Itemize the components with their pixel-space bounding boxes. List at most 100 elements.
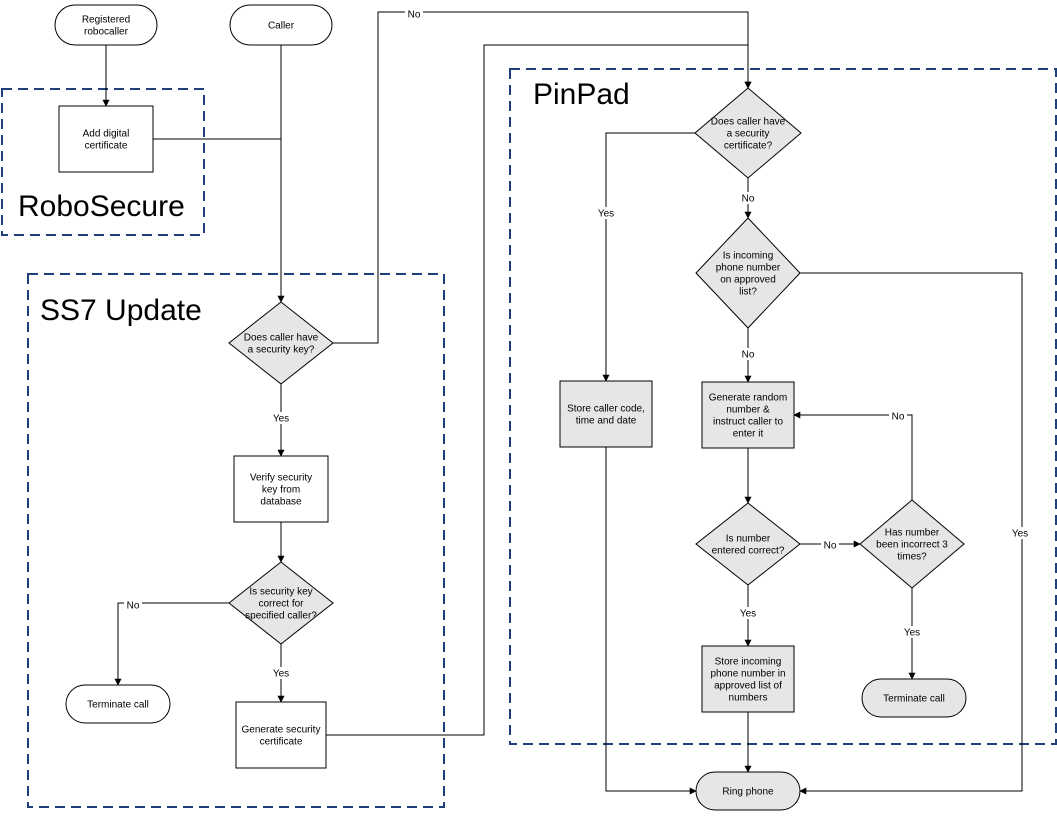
process-shape [559, 380, 653, 448]
edge-label-bg [405, 8, 423, 20]
node-label: robocaller [84, 27, 129, 38]
node-label: Verify security [250, 473, 312, 484]
process-shape [235, 701, 327, 769]
edge-label: No [892, 412, 905, 423]
node-label: entered correct? [712, 546, 785, 557]
edge-label-bg [269, 667, 293, 679]
zone-ss7 [27, 273, 445, 808]
edge-is-number-correct-to-incorrect-3-times: No [800, 539, 861, 552]
decision-shape [228, 561, 334, 645]
edge-label-bg [269, 412, 293, 424]
node-label: Ring phone [722, 787, 774, 798]
edge-label-bg [900, 626, 924, 638]
node-label: Store incoming [715, 657, 782, 668]
connector-line [605, 447, 697, 795]
zone-label-robosecure: RoboSecure [18, 190, 185, 223]
edge-is-key-correct-to-generate-certificate: Yes [269, 644, 293, 703]
node-label: Does caller have [244, 333, 319, 344]
process-shape [701, 645, 795, 713]
zone-label-pinpad: PinPad [533, 78, 630, 111]
node-label: instruct caller to [713, 417, 783, 428]
edge-label-bg [594, 207, 618, 219]
terminator-shape [65, 684, 171, 724]
connector-line [326, 44, 752, 736]
edge-does-caller-have-key-to-verify-security-key: Yes [269, 384, 293, 457]
process-shape [233, 455, 329, 523]
node-label: Has number [885, 528, 940, 539]
edge-label-bg [889, 410, 907, 422]
connector-line [114, 602, 229, 686]
edge-label: Yes [1012, 529, 1028, 540]
node-label: approved list of [714, 681, 782, 692]
node-label: a security key? [248, 345, 315, 356]
terminator-shape [54, 4, 158, 46]
edge-store-caller-code-to-ring-phone [605, 447, 697, 795]
edge-label: No [127, 601, 140, 612]
node-label: Add digital [83, 129, 130, 140]
connector-line [602, 132, 695, 382]
node-label: on approved [720, 275, 776, 286]
zone-robosecure [1, 88, 205, 236]
node-label: number & [726, 405, 770, 416]
edge-label: No [824, 541, 837, 552]
edge-label-bg [821, 539, 839, 551]
node-label: Generate security [242, 725, 321, 736]
node-ring-phone: Ring phone [695, 771, 801, 811]
edge-is-number-correct-to-store-incoming-number: Yes [736, 585, 760, 647]
edge-label-bg [1008, 527, 1032, 539]
terminator-shape [229, 4, 333, 46]
node-label: enter it [733, 429, 764, 440]
node-label: Caller [268, 21, 295, 32]
node-label: time and date [576, 416, 637, 427]
decision-shape [228, 301, 334, 385]
node-label: certificate [260, 737, 303, 748]
node-label: Is incoming [723, 251, 774, 262]
node-label: been incorrect 3 [876, 540, 948, 551]
node-label: a security [727, 129, 770, 140]
edge-label-bg [739, 192, 757, 204]
zone-pinpad [509, 68, 1057, 745]
edge-does-caller-have-cert-to-store-caller-code: Yes [594, 132, 695, 382]
node-terminate-call-pinpad: Terminate call [861, 678, 967, 718]
node-label: list? [739, 287, 757, 298]
edge-does-caller-have-cert-to-is-on-approved-list: No [739, 178, 757, 219]
node-label: key from [262, 485, 300, 496]
edge-incorrect-3-times-to-terminate-call-pinpad: Yes [900, 588, 924, 680]
edge-is-on-approved-list-to-generate-random-number: No [739, 328, 757, 383]
node-label: phone number [716, 263, 781, 274]
node-label: specified caller? [245, 611, 317, 622]
edge-generate-certificate-to-does-caller-have-cert [326, 44, 752, 736]
node-label: Is security key [249, 587, 312, 598]
edge-label: Yes [273, 414, 289, 425]
edge-is-key-correct-to-terminate-call-ss7: No [114, 599, 229, 686]
connector-line [333, 11, 752, 344]
node-label: Registered [82, 15, 130, 26]
edge-label-bg [736, 607, 760, 619]
node-terminate-call-ss7: Terminate call [65, 684, 171, 724]
edge-is-on-approved-list-to-ring-phone: Yes [799, 272, 1032, 795]
zone-label-ss7: SS7 Update [40, 294, 202, 327]
node-label: Does caller have [711, 117, 786, 128]
edge-label-bg [739, 348, 757, 360]
node-label: numbers [729, 693, 768, 704]
edge-label: Yes [598, 209, 614, 220]
node-store-caller-code: Store caller code,time and date [559, 380, 653, 448]
connector-line [793, 411, 913, 500]
node-caller: Caller [229, 4, 333, 46]
process-shape [58, 105, 154, 173]
edge-does-caller-have-key-to-does-caller-have-cert: No [333, 8, 752, 344]
edge-label: Yes [273, 669, 289, 680]
edge-label: Yes [904, 628, 920, 639]
